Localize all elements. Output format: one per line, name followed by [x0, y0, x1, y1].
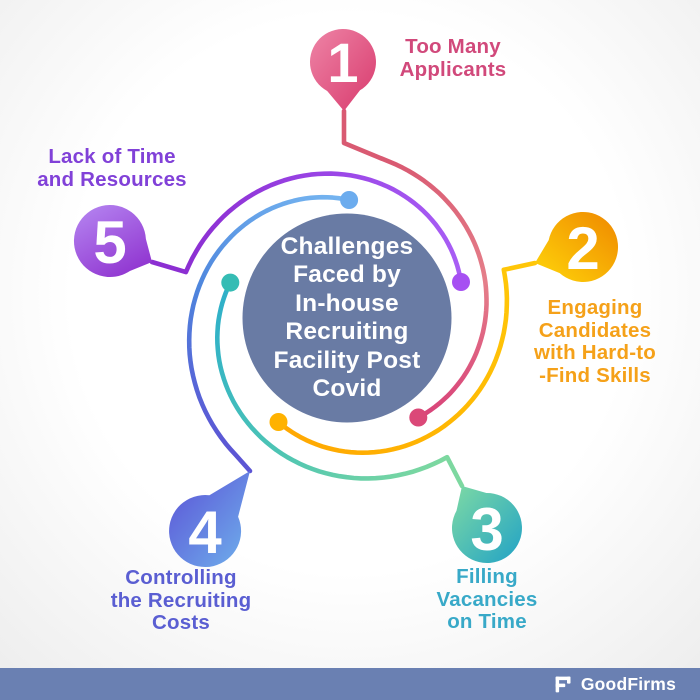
- label-line: the Recruiting: [110, 588, 252, 612]
- arc-item-5: [149, 171, 464, 285]
- balloon-number-2: 2: [566, 215, 599, 282]
- arc-item-2: [276, 260, 538, 455]
- label-line: Filling: [456, 565, 518, 588]
- title-line: In-house: [295, 289, 399, 317]
- label-line: Applicants: [399, 57, 507, 81]
- item-label-2: Engaging Candidates with Hard-to -Find S…: [515, 296, 675, 387]
- arc-dot-4: [340, 191, 359, 209]
- arc-dot-3: [221, 273, 240, 292]
- item-label-3: Filling Vacancies on Time: [407, 565, 567, 634]
- balloon-1: [309, 29, 376, 112]
- balloon-5: [73, 205, 152, 278]
- balloon-number-3: 3: [470, 496, 503, 563]
- label-line: Controlling: [125, 566, 237, 589]
- center-circle: [242, 213, 452, 423]
- arc-dot-2: [269, 413, 288, 431]
- label-line: Costs: [152, 611, 210, 634]
- brand-logo: GoodFirms: [553, 674, 676, 695]
- label-line: on Time: [447, 610, 527, 633]
- arc-dot-5: [452, 273, 470, 291]
- label-line: -Find Skills: [539, 363, 651, 387]
- balloon-number-1: 1: [327, 31, 358, 94]
- label-line: Candidates: [538, 318, 652, 342]
- arc-dot-1: [409, 408, 428, 427]
- arc-item-4: [186, 194, 352, 474]
- label-line: Engaging: [547, 296, 643, 319]
- balloon-number-4: 4: [188, 499, 222, 566]
- label-line: and Resources: [37, 167, 187, 191]
- title-line: Faced by: [293, 261, 401, 288]
- title-line: Covid: [312, 375, 382, 402]
- balloon-2: [535, 211, 619, 282]
- item-label-1: Too Many Applicants: [368, 35, 538, 81]
- label-line: Vacancies: [436, 587, 538, 611]
- arc-item-1: [341, 108, 489, 420]
- balloon-number-5: 5: [93, 209, 126, 276]
- title-line: Recruiting: [285, 318, 409, 345]
- item-label-5: Lack of Time and Resources: [17, 145, 207, 191]
- label-line: Lack of Time: [48, 145, 176, 168]
- title-line: Challenges: [280, 232, 414, 260]
- arc-item-3: [215, 280, 465, 489]
- label-line: Too Many: [405, 35, 501, 58]
- goodfirms-logo-icon: [555, 676, 571, 692]
- brand-name: GoodFirms: [580, 673, 676, 694]
- balloon-3: [451, 486, 522, 563]
- balloon-4: [169, 471, 250, 568]
- label-line: with Hard-to: [534, 341, 656, 364]
- title-line: Facility Post: [273, 346, 421, 374]
- center-title: Challenges Faced by In-house Recruiting …: [243, 214, 451, 422]
- footer-bar: GoodFirms: [0, 668, 700, 700]
- item-label-4: Controlling the Recruiting Costs: [96, 566, 266, 635]
